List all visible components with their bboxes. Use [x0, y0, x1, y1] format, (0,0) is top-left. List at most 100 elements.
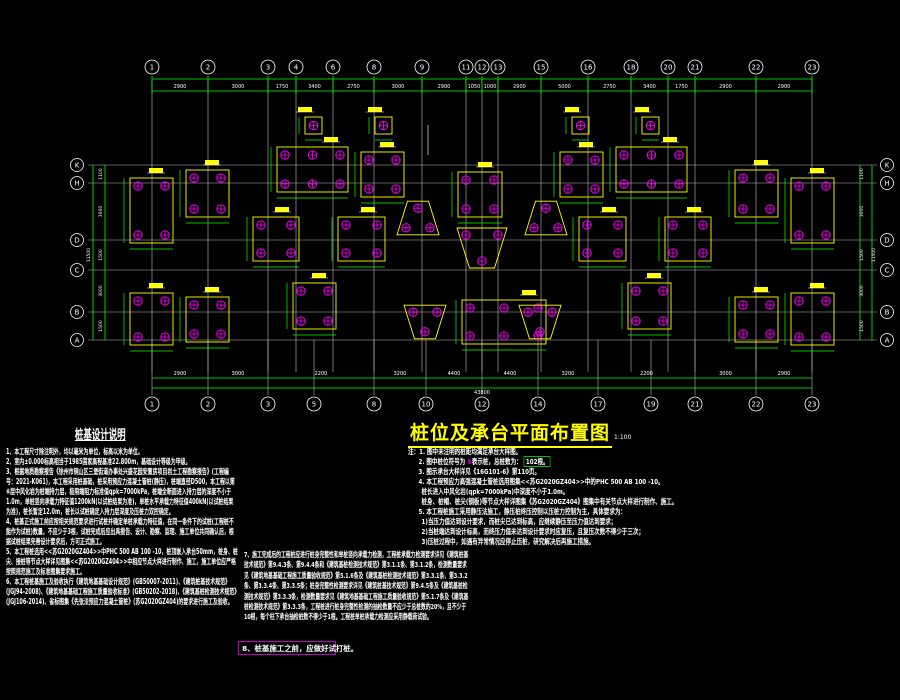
pile-cross	[576, 121, 585, 130]
note-item: 1. 图中未注明的桩距均满足承台大样图。	[419, 447, 522, 456]
pile-cross	[619, 179, 629, 189]
pile-cross	[674, 150, 684, 160]
cap-label-mark	[663, 137, 677, 142]
pile-cross	[391, 155, 401, 165]
cap-label-mark	[478, 162, 492, 167]
axis-bubble	[530, 396, 546, 412]
pile-cross	[553, 223, 563, 232]
dimension-text: 3200	[562, 371, 575, 377]
pile-cross	[489, 175, 499, 185]
axis-bubble	[880, 158, 894, 172]
pile-cross	[668, 248, 678, 258]
triangular-pile-cap	[524, 200, 568, 236]
note-item: 2、室内±0.000标高相当于1985国家高程基准22.800m，基础设计等级为…	[6, 457, 191, 466]
cap-label-mark	[635, 107, 649, 112]
pile-cap	[571, 116, 590, 135]
pile-cap	[337, 216, 386, 262]
pile-cross	[189, 204, 199, 214]
axis-bubble	[414, 59, 430, 75]
note-item: 3、根据地质勘察报告《徐州市铜山区三堡街道办事处兴盛花园安置房项目岩土工程勘察报…	[6, 467, 235, 516]
cap-label-mark	[522, 290, 536, 295]
axis-label: 11	[462, 64, 471, 72]
pile-cross	[296, 316, 306, 326]
pile-cap	[374, 116, 393, 135]
pile-count: 102根。	[523, 456, 551, 467]
dimension-text: 2900	[719, 84, 732, 90]
dimension-text: 5000	[558, 84, 571, 90]
pile-cross	[461, 230, 471, 240]
axis-label: 3	[266, 64, 270, 72]
note-item: 3. 图示承台大样详见《16G101-6》第110页。	[418, 467, 541, 476]
dimension-text: 2900	[778, 371, 791, 377]
note-item: 5、本工程桩选用<<苏G2020GZ404>>中PHC 500 AB 100 -…	[6, 547, 238, 576]
dimension-text: 1500	[859, 320, 865, 332]
axis-label: 15	[537, 64, 546, 72]
pile-cross	[425, 223, 435, 232]
pile-cross	[590, 155, 600, 165]
axis-label: D	[884, 237, 889, 245]
axis-label: 23	[808, 401, 817, 409]
cap-label-mark	[810, 168, 824, 173]
pile-cross	[541, 204, 551, 213]
axis-bubble	[580, 59, 596, 75]
axis-label: 2	[206, 401, 210, 409]
axis-label: 12	[478, 401, 487, 409]
dimension-text: 2750	[347, 84, 360, 90]
dimension-text: 1750	[276, 84, 289, 90]
note-item: 表示桩，总桩数为：	[471, 457, 522, 466]
pile-cross	[216, 300, 226, 310]
axis-label: 8	[372, 64, 376, 72]
axis-label: 13	[494, 64, 503, 72]
pile-cross	[563, 184, 573, 194]
pile-cross	[765, 329, 775, 339]
pile-cap	[252, 216, 300, 262]
axis-bubble	[748, 59, 764, 75]
pile-cross	[420, 327, 430, 336]
pile-cross	[794, 181, 804, 191]
dimension-text: 2900	[174, 84, 187, 90]
axis-bubble	[880, 263, 894, 277]
pile-cross	[582, 220, 592, 230]
pile-cross	[286, 248, 296, 258]
cap-label-mark	[368, 107, 382, 112]
pile-cap	[664, 216, 712, 262]
axis-label: 16	[584, 64, 593, 72]
pile-cross	[794, 230, 804, 240]
pile-symbol-icon: ⊕	[467, 457, 472, 466]
note-item: 2)当桩端达到设计标高，而终压力值未达到设计要求时应复压，且复压次数不得少于三次…	[421, 527, 645, 536]
axis-bubble	[70, 158, 84, 172]
drawing-scale: 1:100	[614, 434, 632, 441]
pile-cross	[738, 173, 748, 183]
pile-cross	[364, 184, 374, 194]
pile-cross	[461, 204, 471, 214]
cap-label-mark	[324, 137, 338, 142]
cap-label-mark	[754, 160, 768, 165]
pile-cross	[698, 248, 708, 258]
dimension-text: 3400	[308, 84, 321, 90]
axis-bubble	[490, 59, 506, 75]
axis-bubble	[144, 59, 160, 75]
triangular-pile-cap	[518, 304, 562, 340]
axis-label: K	[75, 162, 80, 170]
note-item: 4. 本工程预应力高强混凝土管桩选用图集<<苏G2020GZ404>>中的PHC…	[418, 477, 664, 486]
pile-cap	[185, 296, 230, 343]
pile-cross	[658, 316, 668, 326]
note-item: 3)压桩过程中，如遇有异常情况应停止压桩，研究解决后再施工措施。	[421, 537, 595, 546]
inspection-notes: 7、施工完成后的工程桩应进行桩身完整性和单桩竖向承载力检测，工程桩承载力检测要求…	[244, 550, 469, 623]
pile-cross	[738, 329, 748, 339]
pile-cross	[432, 308, 442, 317]
dimension-text: 11500	[871, 248, 877, 262]
pile-cap	[734, 169, 779, 218]
axis-bubble	[474, 59, 490, 75]
pile-cap	[360, 151, 405, 198]
note-item: 7、施工完成后的工程桩应进行桩身完整性和单桩竖向承载力检测，工程桩承载力检测要求…	[244, 550, 469, 622]
pile-cross	[372, 248, 382, 258]
note-item: 桩长进入中风化岩(qpk=7000kPa)中深度不小于1.0m。	[421, 487, 569, 496]
pile-cross	[160, 332, 170, 342]
axis-bubble	[70, 176, 84, 190]
axis-bubble	[533, 59, 549, 75]
pile-cross	[461, 175, 471, 185]
notes-title: 桩基设计说明	[74, 428, 126, 443]
pile-cross	[647, 150, 656, 160]
